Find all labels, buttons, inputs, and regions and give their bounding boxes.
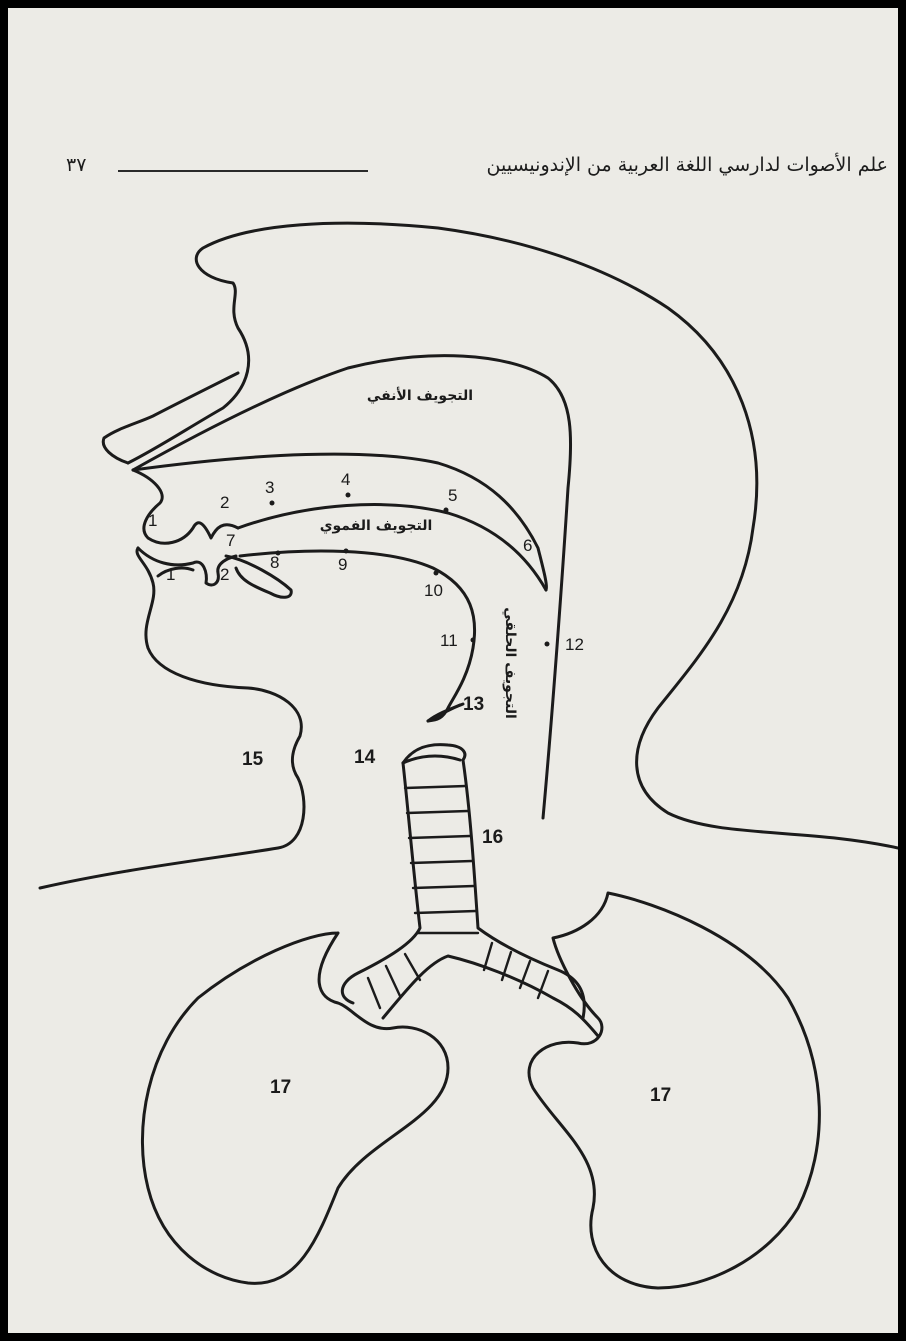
nasal-cavity-upper [133,356,571,818]
label-larynx: 14 [354,747,376,768]
label-lower-lip: 1 [166,565,175,584]
book-page: علم الأصوات لدارسي اللغة العربية من الإن… [8,8,898,1333]
label-left-lung: 17 [270,1077,291,1098]
label-tongue-front: 9 [338,555,347,574]
label-throat: 15 [242,749,264,770]
label-upper-teeth: 2 [220,493,229,512]
label-uvula: 6 [523,536,532,555]
vocal-tract-diagram: التجويف الأنفي التجويف الفموي التجويف ال… [8,8,898,1333]
label-epiglottis: 13 [463,694,484,715]
nasal-cavity-label: التجويف الأنفي [367,387,473,404]
label-lower-teeth: 2 [220,565,229,584]
tongue-outline [226,551,475,721]
label-hard-palate: 4 [341,470,350,489]
larynx-opening [403,756,460,763]
label-soft-palate: 5 [448,486,457,505]
pharyngeal-cavity-label: التجويف الحلقي [502,607,518,719]
head-outline [40,548,304,888]
right-lung [529,893,819,1288]
lower-teeth [158,568,193,576]
oral-cavity-label: التجويف الفموي [320,518,433,535]
label-pharynx-wall: 12 [565,635,584,654]
left-lung [142,933,448,1283]
label-tongue-root: 11 [440,631,458,650]
label-upper-lip: 1 [148,511,157,530]
label-tongue-tip: 7 [226,531,235,550]
label-alveolar: 3 [265,478,274,497]
trachea-rings [405,786,478,933]
label-tongue-blade: 8 [270,553,279,572]
label-tongue-back: 10 [424,581,443,600]
label-right-lung: 17 [650,1085,671,1106]
epiglottis [428,705,460,721]
label-trachea: 16 [482,827,503,848]
trachea-left-wall [342,763,420,1003]
